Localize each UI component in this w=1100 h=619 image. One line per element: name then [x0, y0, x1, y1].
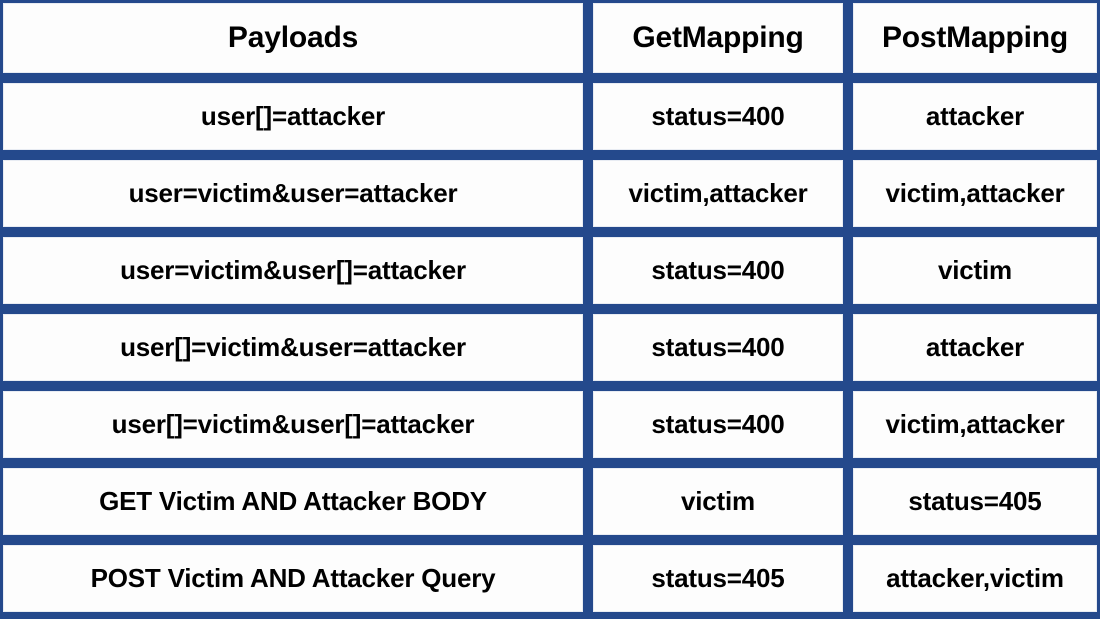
table-row: user[]=attacker status=400 attacker — [0, 83, 1100, 150]
column-header-payloads: Payloads — [3, 3, 583, 73]
cell-postmapping: status=405 — [853, 468, 1097, 535]
cell-getmapping: status=400 — [593, 314, 843, 381]
cell-getmapping: status=405 — [593, 545, 843, 612]
cell-postmapping: attacker,victim — [853, 545, 1097, 612]
table-row: user=victim&user=attacker victim,attacke… — [0, 160, 1100, 227]
cell-payload: user=victim&user[]=attacker — [3, 237, 583, 304]
cell-getmapping: status=400 — [593, 391, 843, 458]
table-row: user[]=victim&user=attacker status=400 a… — [0, 314, 1100, 381]
cell-payload: GET Victim AND Attacker BODY — [3, 468, 583, 535]
cell-postmapping: victim,attacker — [853, 160, 1097, 227]
cell-payload: user[]=attacker — [3, 83, 583, 150]
cell-getmapping: status=400 — [593, 83, 843, 150]
table-header-row: Payloads GetMapping PostMapping — [0, 3, 1100, 73]
cell-payload: user[]=victim&user[]=attacker — [3, 391, 583, 458]
table-row: user=victim&user[]=attacker status=400 v… — [0, 237, 1100, 304]
column-header-getmapping: GetMapping — [593, 3, 843, 73]
table-row: POST Victim AND Attacker Query status=40… — [0, 545, 1100, 612]
cell-getmapping: victim,attacker — [593, 160, 843, 227]
table-row: user[]=victim&user[]=attacker status=400… — [0, 391, 1100, 458]
cell-postmapping: victim,attacker — [853, 391, 1097, 458]
cell-payload: user=victim&user=attacker — [3, 160, 583, 227]
cell-postmapping: attacker — [853, 314, 1097, 381]
cell-postmapping: attacker — [853, 83, 1097, 150]
cell-payload: POST Victim AND Attacker Query — [3, 545, 583, 612]
cell-getmapping: victim — [593, 468, 843, 535]
cell-postmapping: victim — [853, 237, 1097, 304]
cell-getmapping: status=400 — [593, 237, 843, 304]
cell-payload: user[]=victim&user=attacker — [3, 314, 583, 381]
column-header-postmapping: PostMapping — [853, 3, 1097, 73]
table-row: GET Victim AND Attacker BODY victim stat… — [0, 468, 1100, 535]
